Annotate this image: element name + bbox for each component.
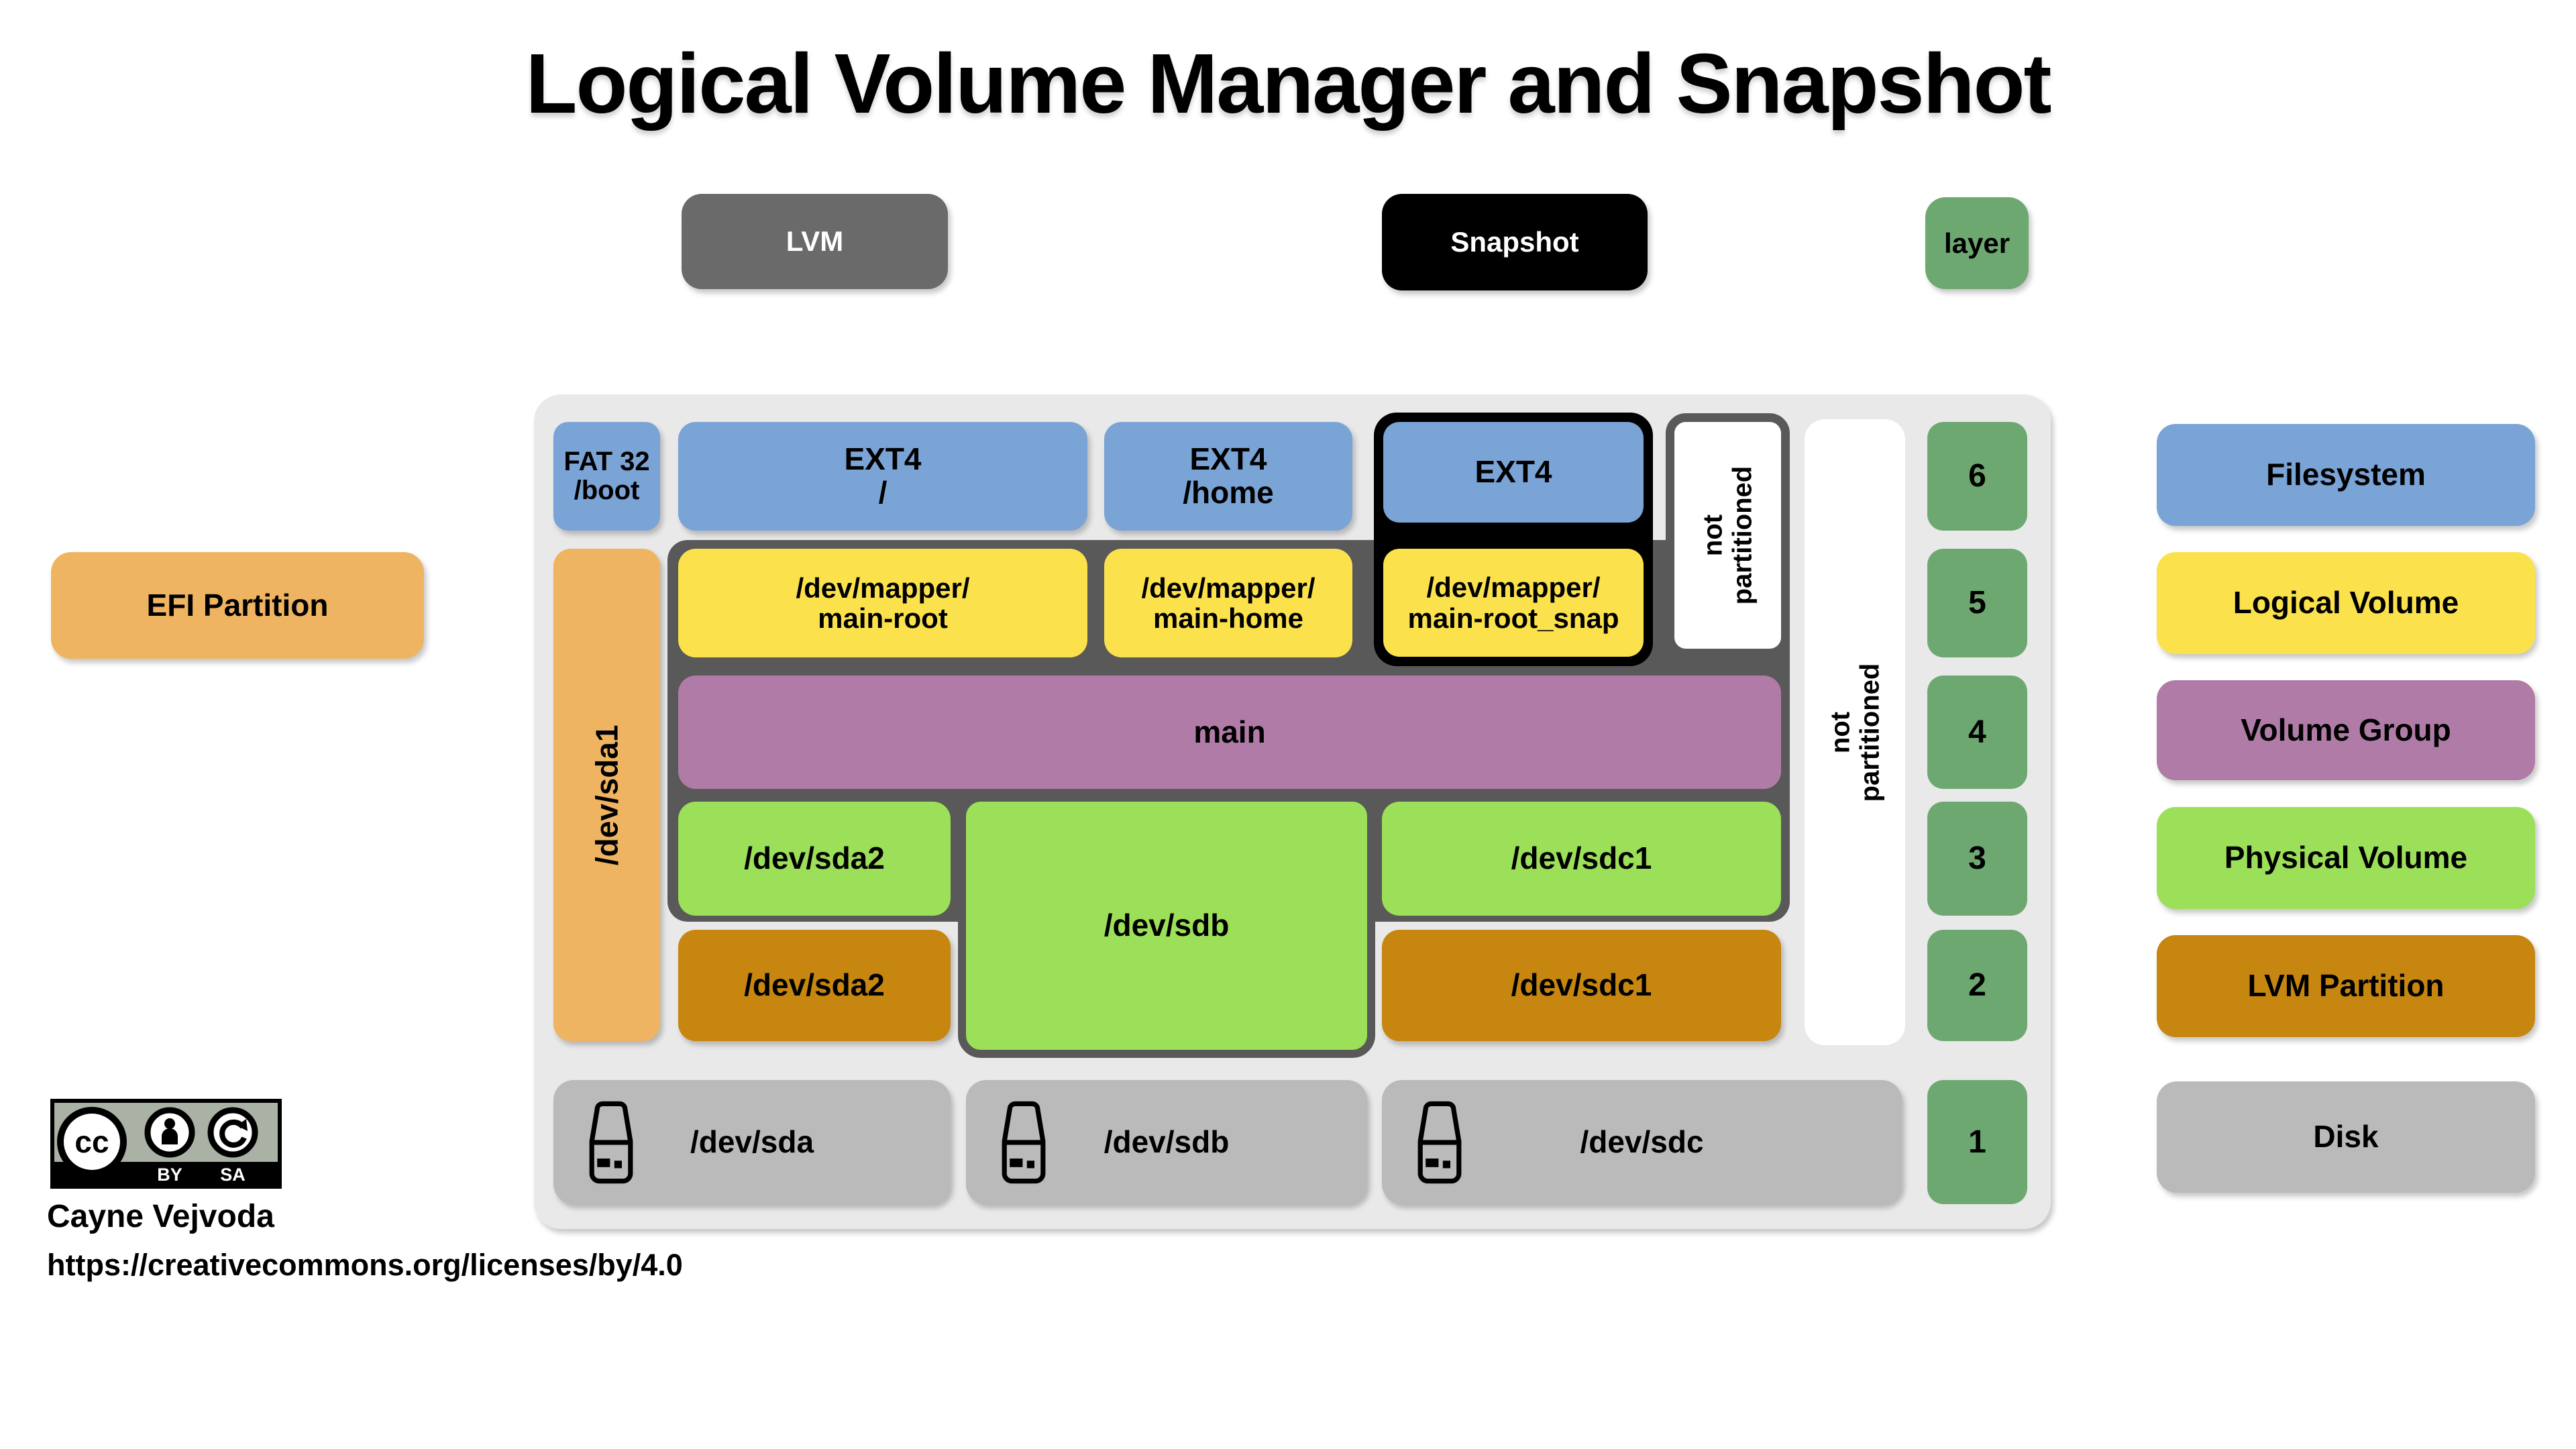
snapshot-key: Snapshot xyxy=(1382,194,1648,290)
layer-key-label: layer xyxy=(1943,227,2010,259)
efi-partition-key-label: EFI Partition xyxy=(146,587,329,623)
logical-volume-main-root: /dev/mapper/ main-root xyxy=(678,549,1087,657)
share-alike-icon xyxy=(219,1119,248,1148)
layer-number-6: 6 xyxy=(1927,422,2027,531)
volume-group-main-label: main xyxy=(1193,714,1266,749)
legend-item-physical-volume-label: Physical Volume xyxy=(2224,840,2468,875)
license-url: https://creativecommons.org/licenses/by/… xyxy=(47,1248,683,1282)
layer-number-6-label: 6 xyxy=(1968,458,1986,494)
legend-item-lvm-partition-label: LVM Partition xyxy=(2247,968,2445,1004)
filesystem-ext4-snapshot: EXT4 xyxy=(1383,422,1644,523)
disk-sdc-label: /dev/sdc xyxy=(1580,1124,1704,1159)
legend-item-disk: Disk xyxy=(2157,1081,2535,1193)
layer-key: layer xyxy=(1925,197,2029,289)
filesystem-ext4-root-label: EXT4 / xyxy=(844,441,922,510)
disk-sdb: /dev/sdb xyxy=(966,1080,1367,1204)
page-title: Logical Volume Manager and Snapshot xyxy=(525,36,2052,131)
layer-number-5: 5 xyxy=(1927,549,2027,657)
layer-number-3: 3 xyxy=(1927,802,2027,916)
lvm-group-key: LVM xyxy=(682,194,948,289)
physical-volume-sdb: /dev/sdb xyxy=(958,794,1375,1058)
not-partitioned-upper: not partitioned xyxy=(1666,413,1790,657)
legend-item-volume-group-label: Volume Group xyxy=(2241,712,2451,747)
filesystem-fat32-boot-label: FAT 32 /boot xyxy=(564,446,650,505)
lvm-partition-sdc1-label: /dev/sdc1 xyxy=(1511,967,1652,1003)
legend-item-filesystem: Filesystem xyxy=(2157,424,2535,526)
disk-sdc: /dev/sdc xyxy=(1382,1080,1902,1204)
by-badge-label: BY xyxy=(157,1165,182,1185)
disk-sdb-label: /dev/sdb xyxy=(1104,1124,1230,1159)
legend-item-volume-group: Volume Group xyxy=(2157,680,2535,780)
legend-item-disk-label: Disk xyxy=(2313,1119,2379,1155)
sa-badge-label: SA xyxy=(220,1165,246,1185)
hard-drive-icon xyxy=(589,1101,633,1183)
logical-volume-main-root-label: /dev/mapper/ main-root xyxy=(796,572,970,634)
disk-sda: /dev/sda xyxy=(553,1080,951,1204)
layer-number-1: 1 xyxy=(1927,1080,2027,1204)
attribution-person-icon xyxy=(162,1118,178,1144)
physical-volume-sdc1: /dev/sdc1 xyxy=(1382,802,1781,916)
layer-number-2-label: 2 xyxy=(1968,967,1986,1004)
layer-number-4: 4 xyxy=(1927,676,2027,789)
filesystem-ext4-snapshot-label: EXT4 xyxy=(1474,454,1552,490)
cc-icon: cc xyxy=(74,1124,109,1159)
layer-number-5-label: 5 xyxy=(1968,585,1986,621)
snapshot-key-label: Snapshot xyxy=(1450,226,1579,258)
hard-drive-icon xyxy=(1417,1101,1462,1183)
layer-number-4-label: 4 xyxy=(1968,714,1986,750)
hard-drive-icon xyxy=(1002,1101,1046,1183)
logical-volume-main-home-label: /dev/mapper/ main-home xyxy=(1141,572,1316,634)
physical-volume-sdc1-label: /dev/sdc1 xyxy=(1511,841,1652,876)
not-partitioned-right-label: not partitioned xyxy=(1825,663,1885,802)
not-partitioned-right: not partitioned xyxy=(1805,419,1905,1045)
volume-group-main: main xyxy=(678,676,1781,789)
lvm-partition-sda2: /dev/sda2 xyxy=(678,930,951,1041)
filesystem-ext4-root: EXT4 / xyxy=(678,422,1087,531)
logical-volume-main-root-snap-label: /dev/mapper/ main-root_snap xyxy=(1407,572,1619,634)
legend-item-logical-volume-label: Logical Volume xyxy=(2233,585,2459,621)
cc-by-sa-badge: cc BY SA xyxy=(50,1099,282,1189)
efi-partition-sda1: /dev/sda1 xyxy=(553,549,660,1041)
filesystem-ext4-home: EXT4 /home xyxy=(1104,422,1352,531)
physical-volume-sda2-label: /dev/sda2 xyxy=(744,841,885,876)
efi-partition-sda1-label: /dev/sda1 xyxy=(589,724,625,865)
lvm-group-key-label: LVM xyxy=(786,225,844,258)
legend-item-logical-volume: Logical Volume xyxy=(2157,552,2535,654)
layer-number-2: 2 xyxy=(1927,930,2027,1041)
filesystem-ext4-home-label: EXT4 /home xyxy=(1183,441,1274,510)
layer-number-1-label: 1 xyxy=(1968,1124,1986,1160)
logical-volume-main-root-snap: /dev/mapper/ main-root_snap xyxy=(1383,549,1644,657)
physical-volume-sdb-label: /dev/sdb xyxy=(1104,908,1230,943)
legend-item-filesystem-label: Filesystem xyxy=(2266,457,2426,492)
not-partitioned-upper-label: not partitioned xyxy=(1698,466,1758,605)
physical-volume-sda2: /dev/sda2 xyxy=(678,802,951,916)
author-credit: Cayne Vejvoda xyxy=(47,1199,274,1234)
layer-number-3-label: 3 xyxy=(1968,841,1986,877)
filesystem-fat32-boot: FAT 32 /boot xyxy=(553,422,660,531)
lvm-partition-sda2-label: /dev/sda2 xyxy=(744,967,885,1003)
legend-item-physical-volume: Physical Volume xyxy=(2157,807,2535,909)
logical-volume-main-home: /dev/mapper/ main-home xyxy=(1104,549,1352,657)
efi-partition-key: EFI Partition xyxy=(51,552,424,659)
legend-item-lvm-partition: LVM Partition xyxy=(2157,935,2535,1037)
lvm-partition-sdc1: /dev/sdc1 xyxy=(1382,930,1781,1041)
disk-sda-label: /dev/sda xyxy=(690,1124,814,1159)
